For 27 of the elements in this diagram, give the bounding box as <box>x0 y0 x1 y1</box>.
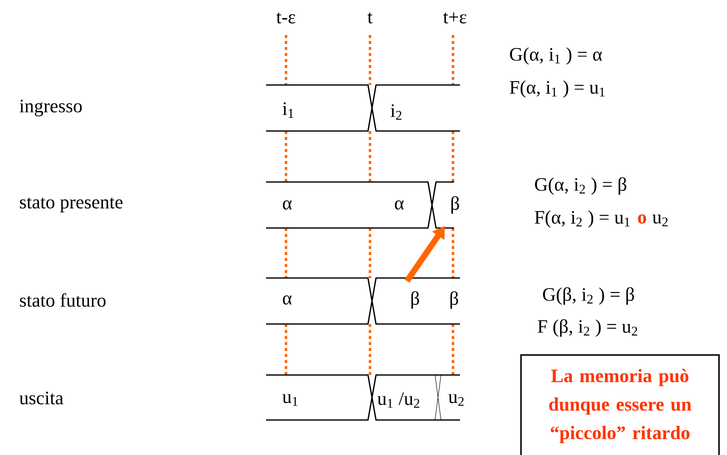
signal-value: i$_{1}$ <box>282 102 294 118</box>
equation: F(α, i$_{1}$ ) = u$_{1}$ <box>510 80 605 98</box>
signal-name: stato futuro <box>20 293 106 307</box>
signal-name: ingresso <box>20 100 82 116</box>
signal-value: α <box>282 295 292 305</box>
time-label: t <box>368 12 373 24</box>
connective-word: o <box>638 214 646 224</box>
signal-value: β <box>411 291 420 309</box>
signal-value: α <box>282 200 292 210</box>
equation: G(α, i$_{2}$ ) = β <box>535 177 626 195</box>
signal-value: u$_{2}$ <box>448 394 464 406</box>
equation: u$_{2}$ <box>652 214 668 226</box>
signal-value: α <box>394 200 404 210</box>
signal-name: stato presente <box>20 198 122 212</box>
signal-name: uscita <box>19 392 64 404</box>
signal-value: β <box>451 196 460 214</box>
signal-value: β <box>450 291 458 309</box>
note-box: La memoria può dunque essere un “piccolo” ritardo <box>520 354 720 455</box>
equation: F (β, i$_{2}$ ) = u$_{2}$ <box>538 319 638 337</box>
time-label: t+ε <box>443 12 466 24</box>
equation: G(β, i$_{2}$ ) = β <box>543 287 634 305</box>
signal-value: u$_{1}$ <box>282 394 298 406</box>
equation: G(α, i$_{1}$ ) = α <box>510 47 602 65</box>
time-label: t-ε <box>276 12 296 24</box>
equation: F(α, i$_{2}$ ) = u$_{1}$ <box>534 210 630 228</box>
signal-value: u$_{1}$ /u$_{2}$ <box>377 392 420 408</box>
signal-value: i$_{2}$ <box>390 104 402 120</box>
